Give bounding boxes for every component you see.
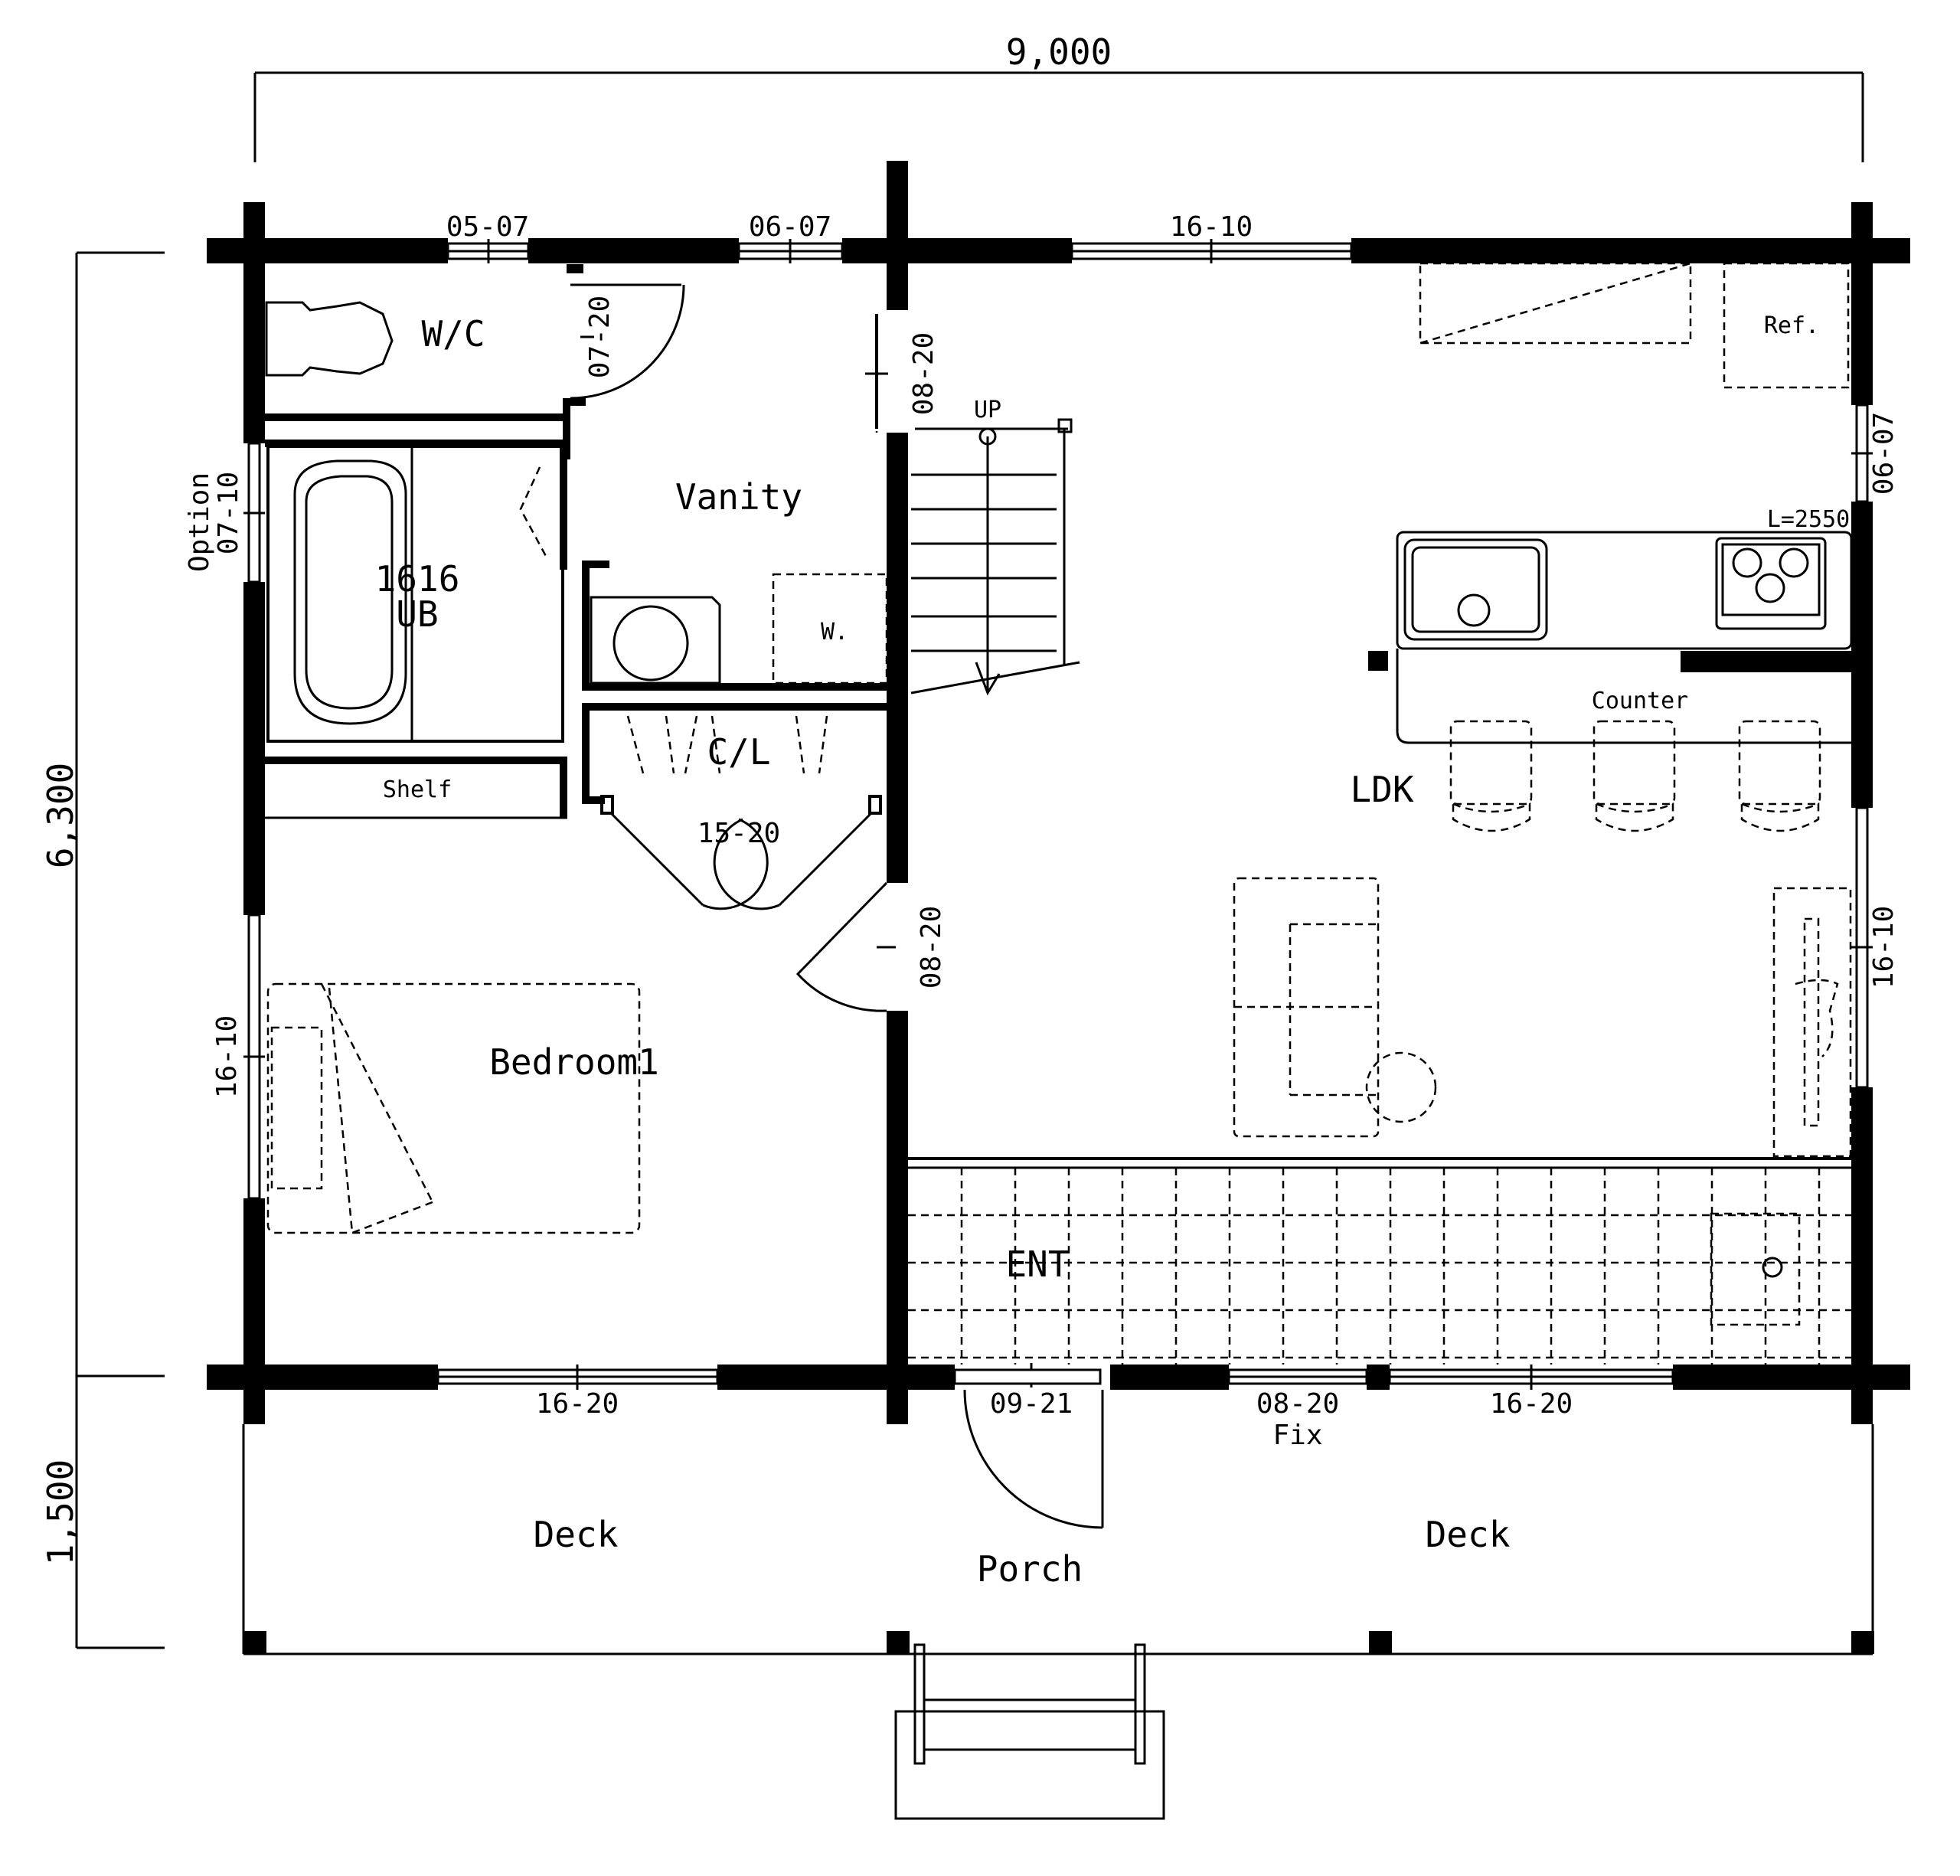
door-label-wc: 07-20	[584, 296, 616, 378]
window-label-fix: Fix	[1272, 1420, 1322, 1451]
window-label-bottom-bedroom: 16-20	[536, 1388, 619, 1420]
room-label-wc: W/C	[421, 313, 485, 355]
window-label-bath-option: Option	[184, 472, 215, 572]
stair-up-label: UP	[974, 397, 1001, 423]
exterior-walls	[207, 161, 1910, 1424]
tv-stand	[1772, 887, 1852, 1158]
overall-width-label: 9,000	[1006, 31, 1112, 73]
door-label-closet: 15-20	[697, 818, 780, 849]
kitchen-length-label: L=2550	[1767, 506, 1850, 533]
room-label-ldk: LDK	[1350, 769, 1413, 810]
doors	[567, 264, 1104, 1529]
door-label-bedroom: 08-20	[916, 906, 947, 989]
door-label-entrance: 09-21	[990, 1388, 1073, 1420]
house-depth-label: 6,300	[40, 763, 81, 868]
interior-walls	[265, 398, 1851, 819]
room-label-deck-left: Deck	[534, 1514, 619, 1555]
window-label-top-vanity: 06-07	[749, 211, 831, 243]
washer-label: W.	[821, 619, 848, 645]
bath-type-label: UB	[396, 593, 438, 635]
windows	[243, 239, 1873, 1390]
sofa-icon	[1233, 877, 1437, 1138]
bath-size-label: 1616	[375, 558, 460, 600]
kitchen	[1368, 262, 1853, 744]
bed-icon	[266, 982, 641, 1234]
refrigerator-label: Ref.	[1764, 312, 1819, 339]
window-label-right-upper: 06-07	[1868, 412, 1900, 495]
stairs	[910, 418, 1080, 696]
toilet-icon	[265, 301, 394, 377]
room-label-porch: Porch	[977, 1548, 1083, 1590]
shelf-label: Shelf	[383, 776, 452, 803]
room-label-closet: C/L	[707, 731, 770, 773]
window-label-top-wc: 05-07	[446, 211, 529, 243]
counter-label: Counter	[1592, 688, 1688, 714]
closet-hangers	[626, 715, 828, 774]
porch-steps	[894, 1643, 1165, 1820]
room-label-bedroom: Bedroom1	[489, 1041, 659, 1083]
entrance-tiles	[908, 1157, 1851, 1365]
sink-icon	[1403, 538, 1548, 641]
room-label-vanity: Vanity	[675, 476, 802, 518]
bathtub-icon	[266, 445, 564, 743]
deck	[242, 1424, 1874, 1655]
door-label-vanity: 08-20	[908, 332, 939, 415]
window-label-top-ldk: 16-10	[1170, 211, 1253, 243]
window-label-bottom-ldk: 16-20	[1490, 1388, 1573, 1420]
washer-icon	[590, 573, 888, 685]
stool-icon	[1449, 720, 1821, 832]
room-label-entrance: ENT	[1005, 1244, 1069, 1285]
room-label-deck-right: Deck	[1426, 1514, 1511, 1555]
window-label-bottom-fix: 08-20	[1256, 1388, 1339, 1420]
window-label-bath: 07-10	[213, 472, 244, 554]
deck-depth-label: 1,500	[40, 1459, 81, 1565]
stove-icon	[1715, 537, 1827, 630]
window-label-right-lower: 16-10	[1868, 906, 1900, 989]
window-label-bedroom-side: 16-10	[211, 1015, 243, 1098]
dimension-lines	[75, 71, 1864, 1649]
